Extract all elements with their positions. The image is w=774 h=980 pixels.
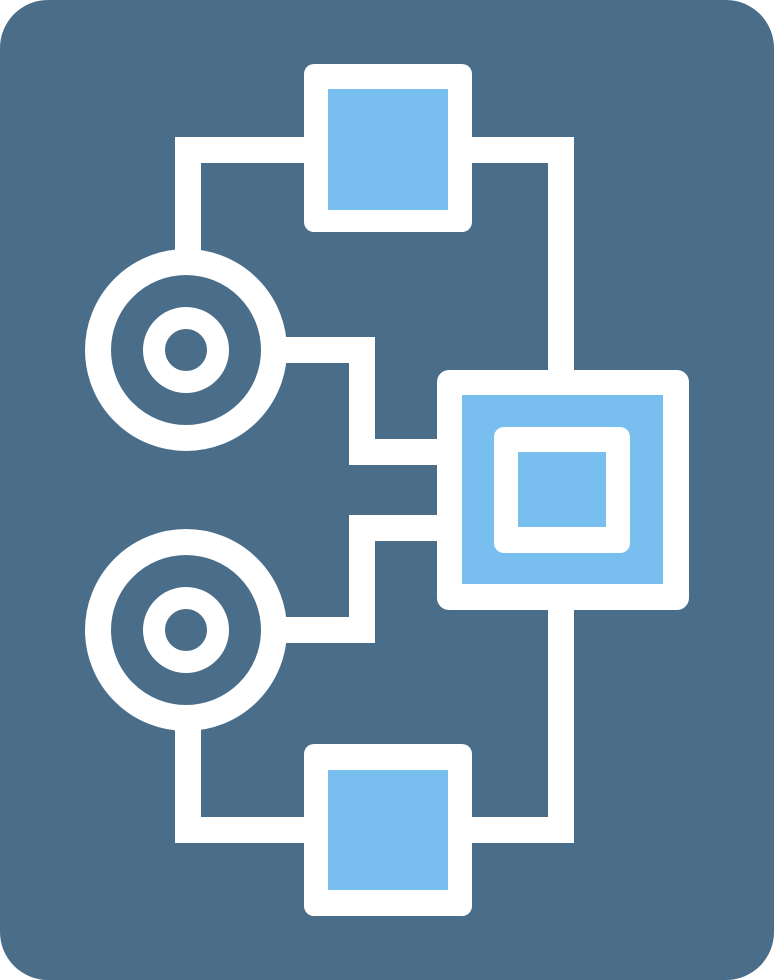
start-node-upper (85, 249, 287, 451)
connector-bottom-right (459, 595, 574, 843)
process-box-bottom-fill (328, 770, 448, 890)
connector-lower-circle-center (273, 515, 463, 643)
connector-lines (175, 137, 574, 843)
process-box-bottom (304, 744, 472, 916)
process-box-center (437, 370, 689, 610)
start-node-lower (85, 529, 287, 731)
start-node-upper-core (143, 307, 229, 393)
connector-upper-circle-center (273, 337, 463, 465)
connector-top-right (459, 137, 574, 383)
connector-bottom-left (175, 709, 317, 843)
process-box-top-fill (328, 89, 448, 210)
process-box-top (304, 64, 472, 232)
start-node-lower-core (143, 587, 229, 673)
connector-top-left (175, 137, 317, 271)
start-node-lower-ring (85, 529, 287, 731)
process-box-center-inner-fill (518, 452, 606, 527)
start-node-upper-ring (85, 249, 287, 451)
